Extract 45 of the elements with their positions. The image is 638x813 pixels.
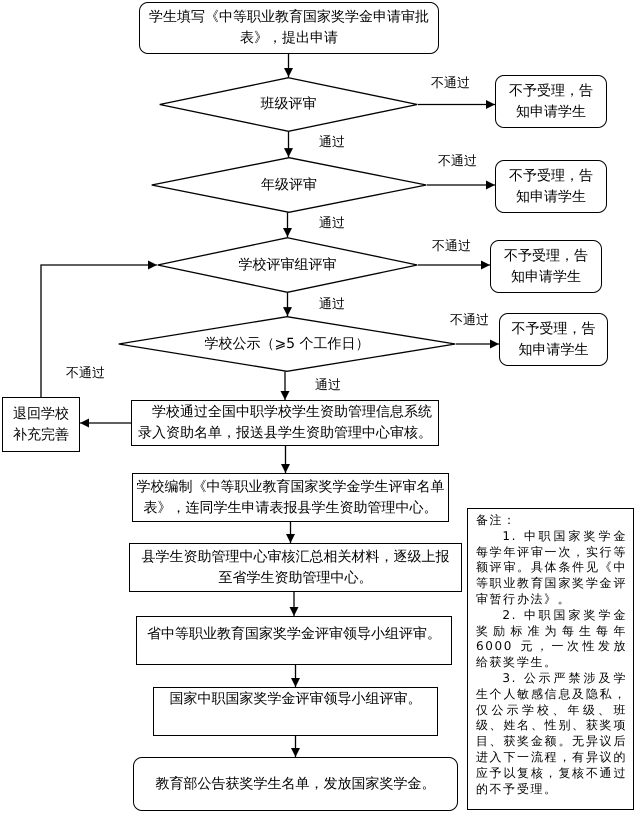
arrow (284, 132, 293, 158)
arrow (80, 418, 131, 428)
arrow (283, 293, 292, 316)
rounded-box: 学生填写《中等职业教育国家奖学金申请审批表》，提出申请 (139, 2, 439, 54)
edge-label: 通过 (318, 135, 346, 150)
arrow (418, 100, 495, 109)
rounded-box: 不予受理，告知申请学生 (499, 313, 608, 366)
note-paragraph: 2. 中职国家奖学金奖励标准为每生每年6000 元，一次性发放给获奖学生。 (476, 608, 627, 671)
arrow (290, 592, 298, 616)
process-box: 国家中职国家奖学金评审领导小组评审。 (153, 687, 438, 736)
arrow (456, 340, 499, 348)
note-paragraph: 3. 公示严禁涉及学生个人敏感信息及隐私，仅公示学校、年级、班级、姓名、性别、获奖项目、获奖金额。无异议后进入下一流程，有异议的应予以复核，复核不通过的不予受理。 (476, 670, 627, 798)
arrow (286, 522, 295, 543)
arrow (281, 446, 290, 473)
edge-label: 不通过 (449, 313, 490, 328)
note-paragraph: 1. 中职国家奖学金每学年评审一次，实行等额评审。具体条件见《中等职业教育国家奖学金评审暂行办法》。 (476, 528, 627, 608)
note-heading: 备注： (476, 513, 518, 529)
arrow (418, 260, 490, 270)
edge-label: 通过 (318, 216, 346, 231)
process-box: 学校编制《中等职业教育国家奖学金学生评审名单表》，连同学生申请表报县学生资助管理中心。 (132, 473, 449, 522)
edge-label: 通过 (318, 297, 346, 312)
process-box: 县学生资助管理中心审核汇总相关材料，逐级上报至省学生资助管理中心。 (129, 543, 462, 592)
process-box: 省中等职业教育国家奖学金评审领导小组评审。 (136, 616, 452, 665)
arrow (427, 180, 495, 190)
process-box: 学校通过全国中职学校学生资助管理信息系统录入资助名单，报送县学生资助管理中心审核。 (131, 400, 439, 446)
edge-label: 不通过 (65, 366, 106, 381)
decision-diamond: 学校评审组评审 (157, 237, 418, 293)
arrow (283, 212, 292, 237)
rounded-box: 不予受理，告知申请学生 (495, 160, 607, 213)
decision-diamond: 年级评审 (151, 157, 427, 213)
rounded-box: 教育部公告获奖学生名单，发放国家奖学金。 (133, 757, 458, 811)
arrow (40, 260, 157, 397)
note-box (467, 508, 634, 810)
edge-label: 不通过 (431, 239, 472, 254)
arrow (291, 665, 300, 687)
rounded-box: 不予受理，告知申请学生 (490, 240, 602, 293)
process-box: 退回学校补充完善 (2, 397, 80, 452)
decision-diamond: 班级评审 (159, 77, 418, 132)
arrow (280, 372, 290, 400)
edge-label: 不通过 (430, 76, 471, 91)
edge-label: 不通过 (437, 154, 478, 169)
edge-label: 通过 (314, 378, 342, 393)
arrow (291, 736, 300, 757)
rounded-box: 不予受理，告知申请学生 (495, 75, 607, 128)
arrow (284, 54, 293, 77)
